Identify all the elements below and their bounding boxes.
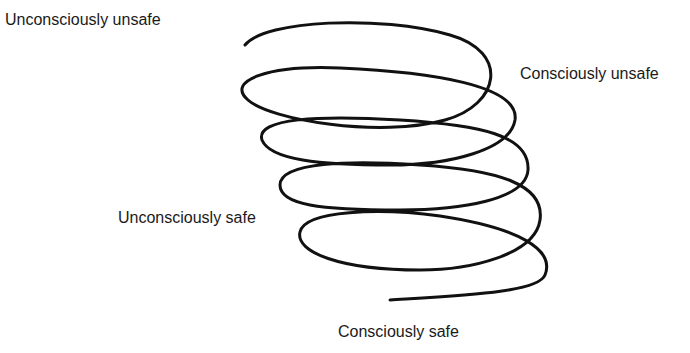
stage-label: Unconsciously safe	[118, 208, 256, 227]
stage-label: Unconsciously unsafe	[5, 10, 161, 29]
spiral-line	[242, 23, 547, 300]
stage-label: Consciously safe	[338, 322, 459, 341]
stage-label: Consciously unsafe	[520, 64, 659, 83]
